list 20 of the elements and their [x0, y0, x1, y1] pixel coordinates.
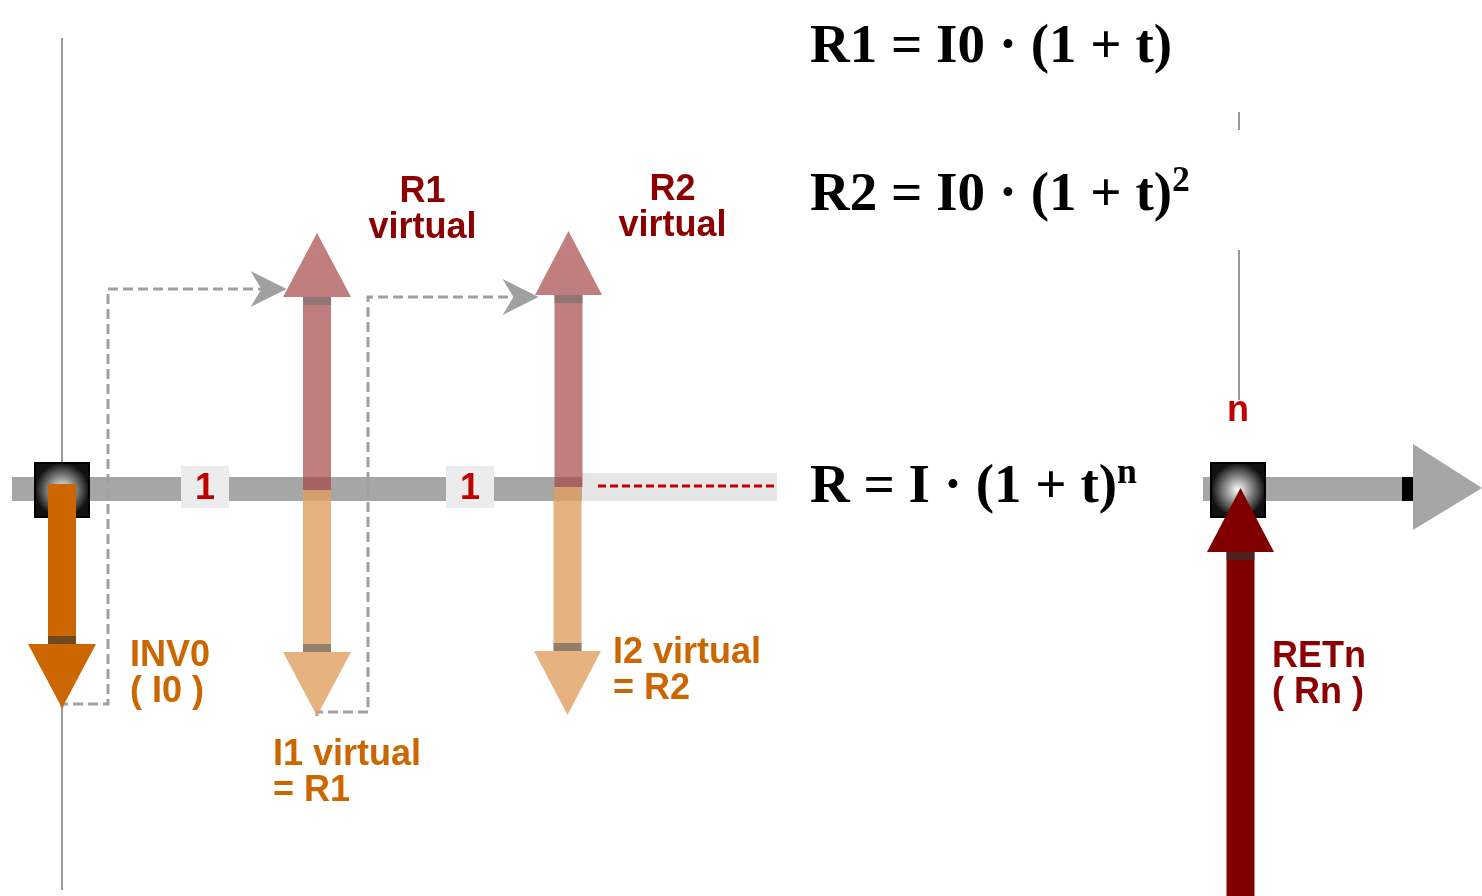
- arrow-label: R1 virtual: [367, 172, 478, 244]
- upward-arrow: [535, 231, 602, 487]
- period-label: 1: [181, 466, 230, 508]
- downward-arrow: [534, 487, 601, 715]
- period-label: 1: [446, 466, 495, 508]
- period-label: n: [1227, 388, 1249, 430]
- upward-arrow: [1207, 488, 1274, 896]
- arrow-label: R2 virtual: [617, 170, 728, 242]
- arrow-label: INV0 ( I0 ): [130, 636, 212, 708]
- arrow-label: RETn ( Rn ): [1272, 637, 1367, 709]
- downward-arrow: [28, 484, 96, 708]
- dashed-arrow: [60, 271, 287, 709]
- formula: R2 = I0 · (1 + t)$^{2}$: [810, 158, 1190, 224]
- upward-arrow: [283, 233, 351, 490]
- dashed-arrow: [315, 279, 539, 717]
- formula: R1 = I0 · (1 + t): [810, 12, 1173, 75]
- arrow-label: I2 virtual = R2: [613, 633, 763, 705]
- downward-arrow: [283, 490, 351, 716]
- formula: R = I · (1 + t)$^{n}$: [810, 450, 1137, 516]
- arrow-label: I1 virtual = R1: [273, 735, 423, 807]
